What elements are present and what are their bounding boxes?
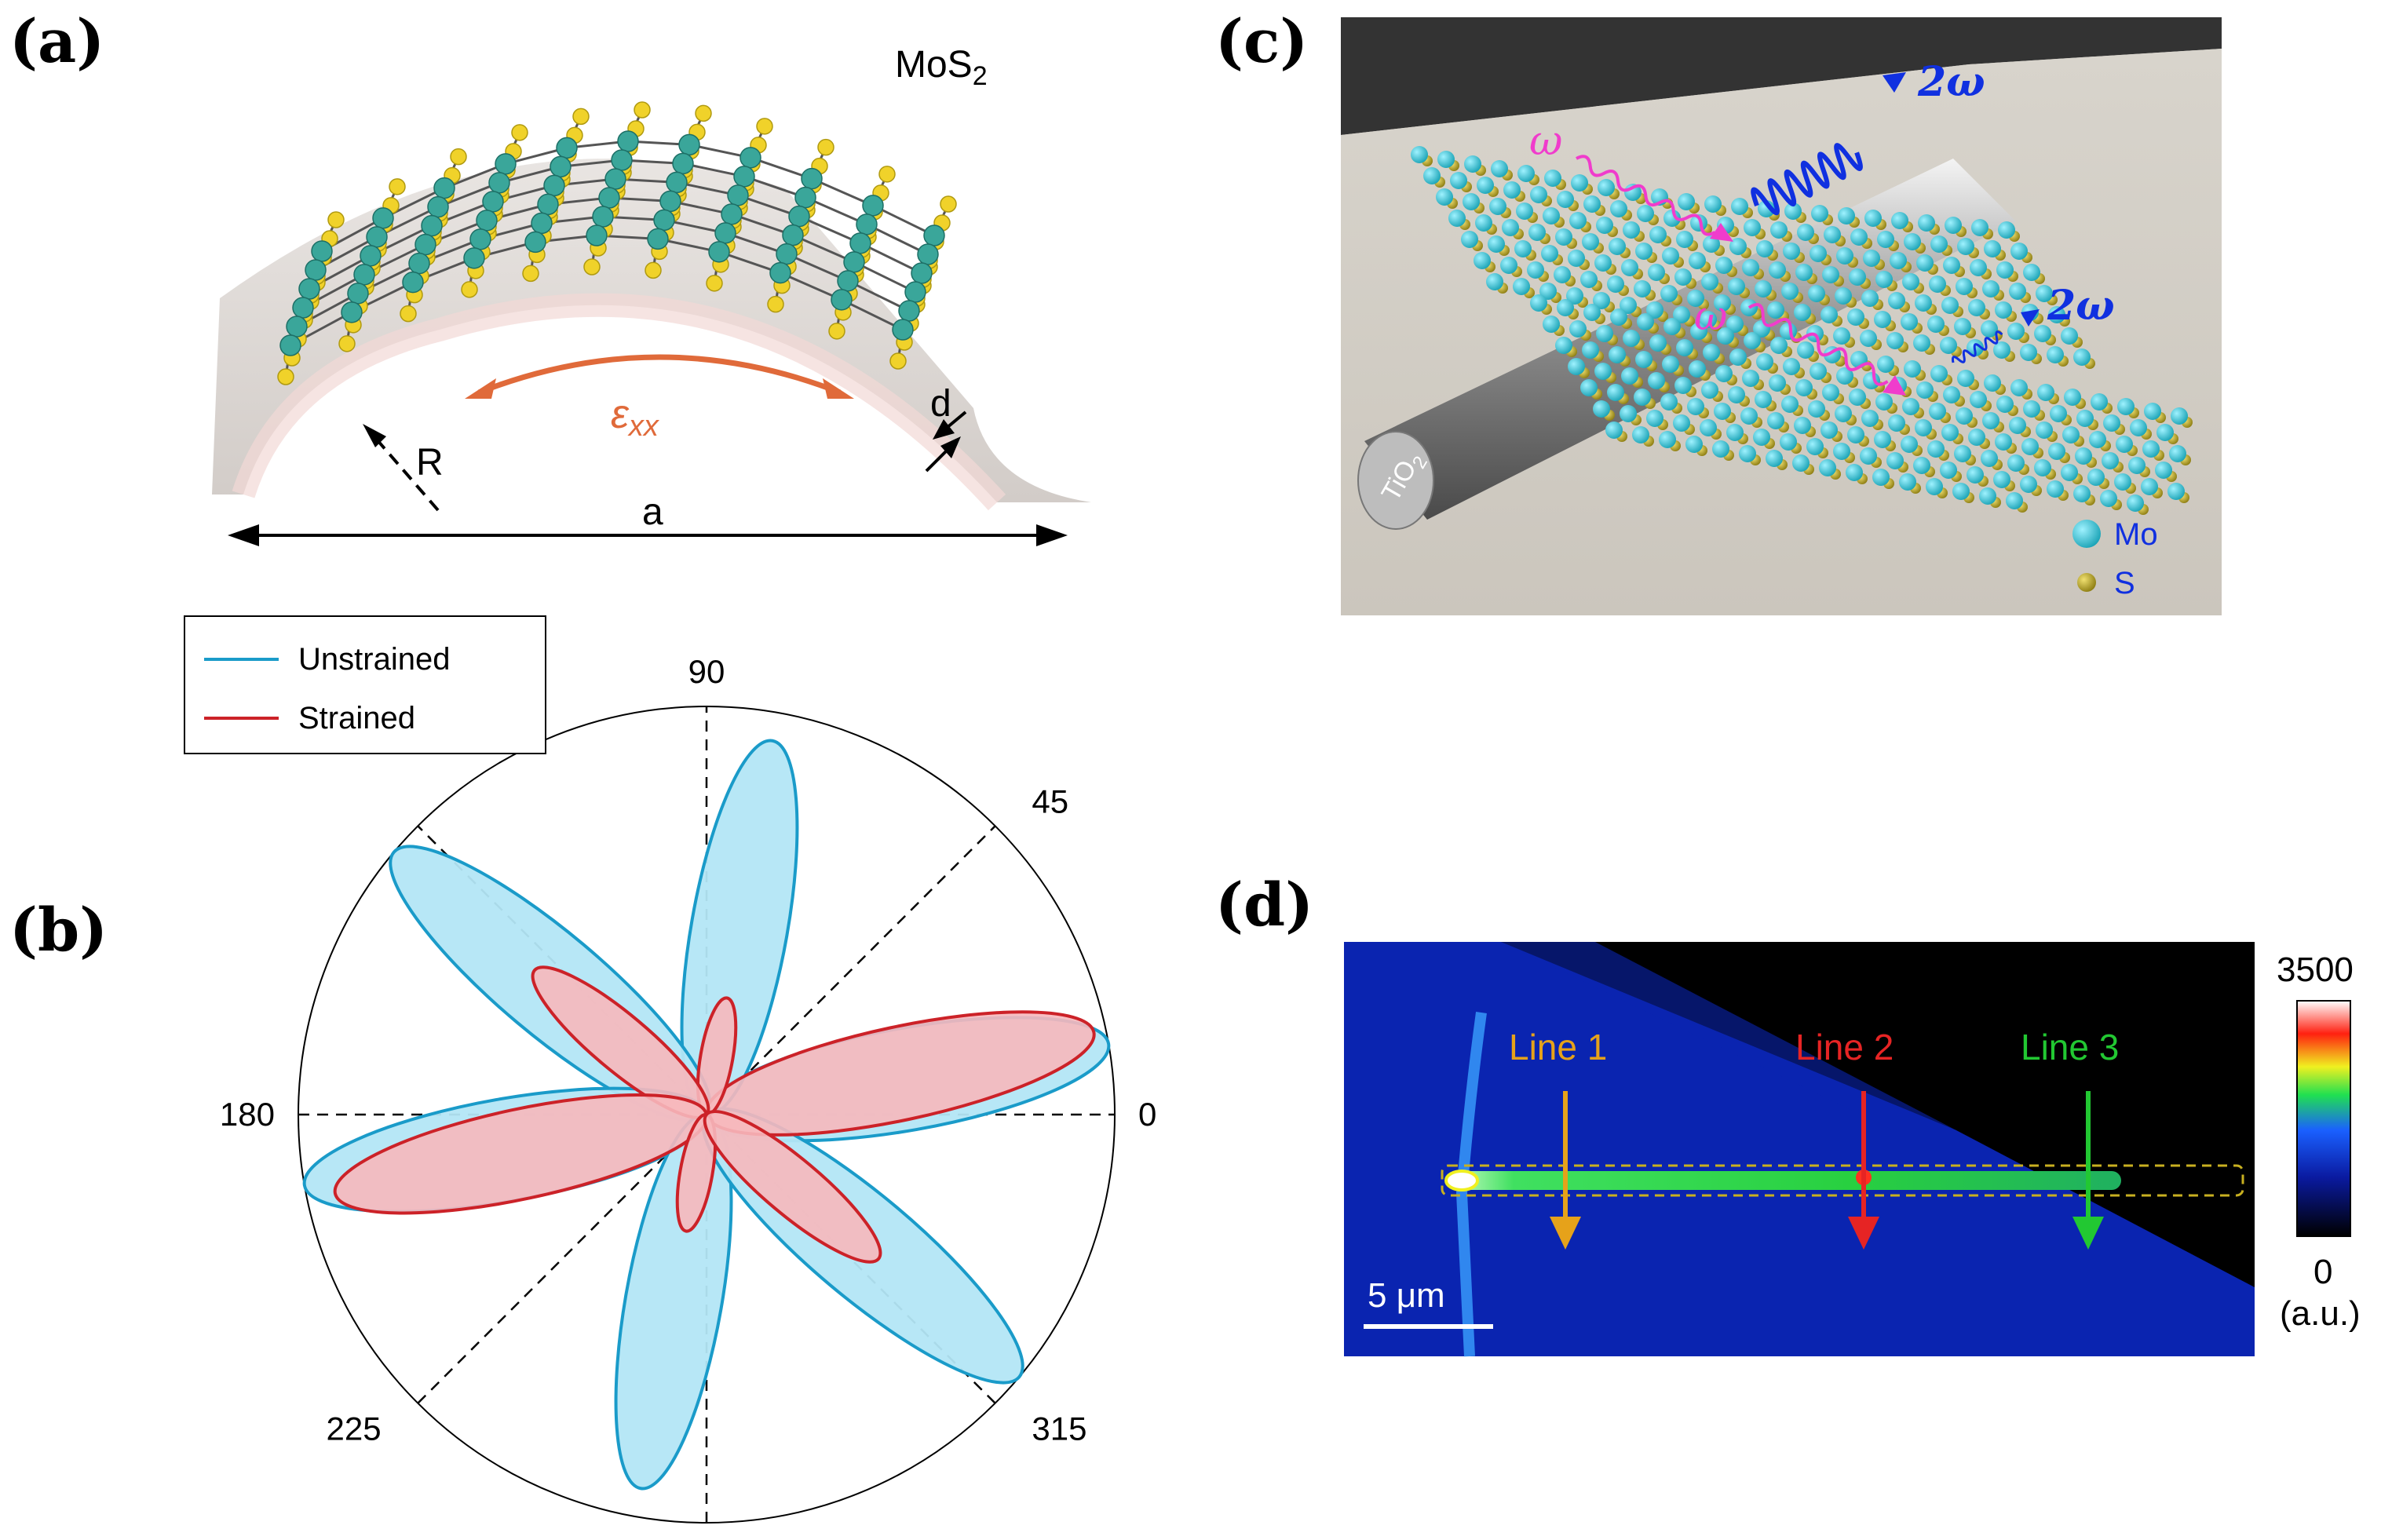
- polar-tick-90: 90: [688, 653, 725, 690]
- line-1-marker: Line 1: [1509, 1027, 1607, 1250]
- line-3-marker: Line 3: [2021, 1027, 2119, 1250]
- polar-tick-45: 45: [1032, 783, 1068, 820]
- length-label: a: [642, 491, 663, 533]
- panel-label-c: (c): [1215, 6, 1309, 76]
- petal-strained-5: [703, 1110, 882, 1264]
- panel-a-illustration: εxx R d a MoS2: [212, 44, 1091, 546]
- omega-out-label-2: 2ω: [2047, 282, 2115, 330]
- legend-s: S: [2114, 566, 2135, 600]
- mos2-lattice: [277, 101, 957, 385]
- shg-wave-2: [1951, 330, 2003, 363]
- polar-tick-180: 180: [220, 1096, 275, 1133]
- polar-tick-315: 315: [1032, 1410, 1086, 1447]
- strain-label: εxx: [611, 392, 660, 443]
- incident-wave-1: [1576, 155, 1716, 236]
- svg-text:Line 3: Line 3: [2021, 1027, 2119, 1067]
- scale-bar-label: 5 μm: [1368, 1276, 1445, 1315]
- mos2-flake-region: [1344, 942, 2255, 1356]
- svg-text:Line 1: Line 1: [1509, 1027, 1607, 1067]
- omega-out-label: 2ω: [1917, 58, 1985, 106]
- panel-label-b: (b): [9, 895, 108, 965]
- material-label: MoS2: [895, 44, 988, 91]
- polar-tick-225: 225: [327, 1410, 382, 1447]
- polar-chart: 04590180225270315 Unstrained Strained: [184, 615, 1156, 1524]
- tio2-nanorod: TiO2: [1357, 159, 2016, 530]
- legend-mo: Mo: [2114, 517, 2158, 552]
- colorbar-max: 3500: [2277, 951, 2354, 989]
- strain-arrow: [477, 354, 842, 396]
- colorbar-min: 0: [2313, 1253, 2332, 1291]
- colorbar-unit: (a.u.): [2280, 1294, 2361, 1333]
- colorbar: [2296, 1000, 2351, 1237]
- incident-wave-2: [1747, 303, 1889, 386]
- panel-d-shg-map: Line 1 Line 2 Line 3 5 μm 3500 0 (a.u.): [1344, 942, 2361, 1357]
- polar-tick-0: 0: [1138, 1096, 1156, 1133]
- mos2-sheet: [1411, 146, 2193, 515]
- radius-label: R: [416, 442, 444, 484]
- svg-text:Line 2: Line 2: [1795, 1027, 1894, 1067]
- shg-wave-1: [1751, 143, 1863, 216]
- omega-in-label-2: ω: [1694, 293, 1727, 340]
- thickness-label: d: [930, 383, 951, 425]
- tio2-rod-shg: [1446, 1171, 2121, 1190]
- legend-label-strained: Strained: [298, 701, 415, 735]
- chart-legend: Unstrained Strained: [184, 615, 546, 754]
- line-2-marker: Line 2: [1795, 1027, 1894, 1250]
- polar-grid-line-45: [417, 825, 996, 1404]
- panel-c-illustration: TiO2 ω ω 2ω 2ω Mo S: [1341, 17, 2222, 615]
- legend-label-unstrained: Unstrained: [298, 642, 450, 677]
- panel-label-d: (d): [1215, 870, 1314, 940]
- panel-label-a: (a): [9, 6, 105, 76]
- omega-in-label: ω: [1529, 118, 1562, 165]
